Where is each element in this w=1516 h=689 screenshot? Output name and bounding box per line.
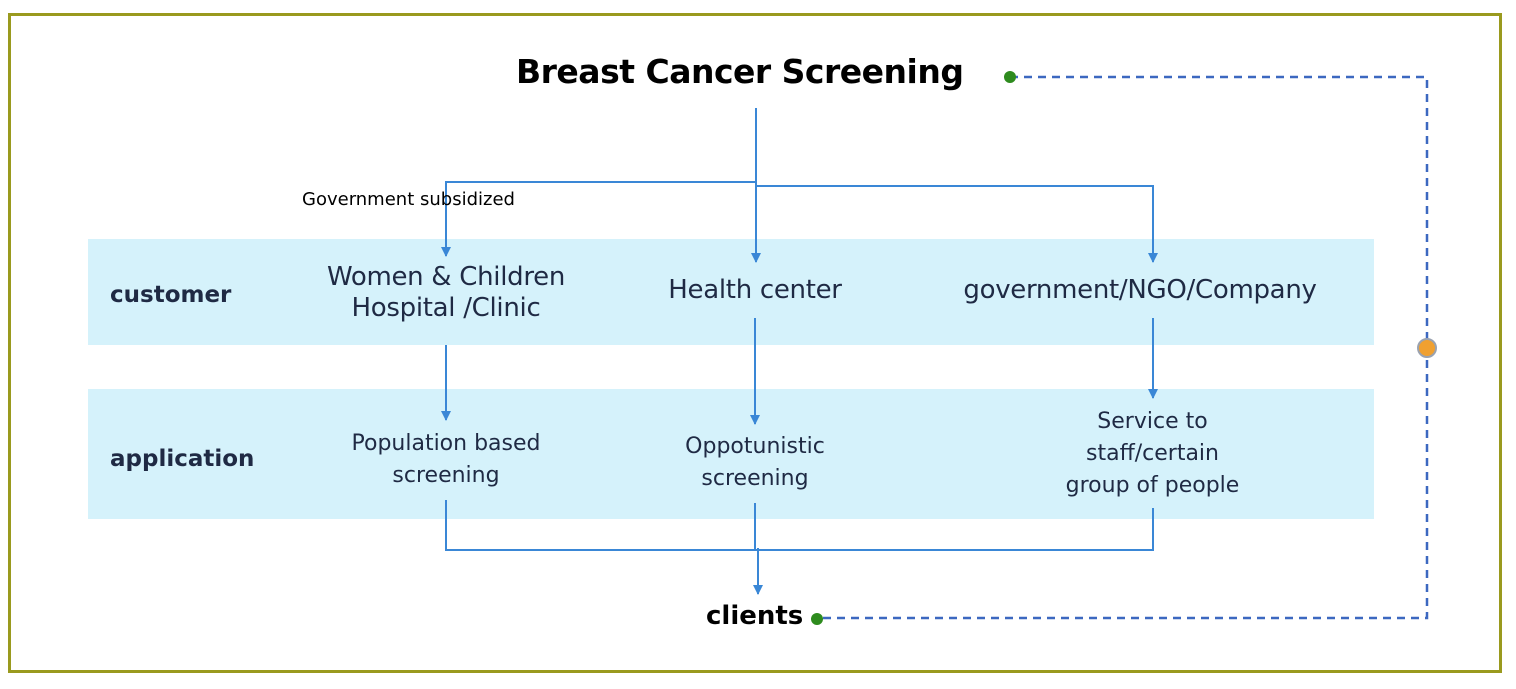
application-service-staff-text: Service to staff/certain group of people — [1065, 409, 1240, 498]
customer-hospital-clinic-text: Women & Children Hospital /Clinic — [326, 262, 566, 324]
branch-to-government — [756, 185, 1158, 263]
branch-to-hospital — [441, 181, 756, 257]
service-to-clients — [756, 508, 1154, 551]
title-node-dot — [1004, 71, 1016, 83]
customer-government-ngo-company: government/NGO/Company — [963, 275, 1317, 305]
population-to-clients — [445, 500, 756, 551]
feedback-loop-dashed — [817, 75, 1429, 620]
customer-hospital-clinic: Women & Children Hospital /Clinic — [296, 262, 596, 324]
application-oppotunistic-screening: Oppotunistic screening — [620, 431, 890, 495]
application-oppotunistic-screening-text: Oppotunistic screening — [685, 434, 825, 491]
customer-health-center: Health center — [668, 275, 842, 305]
clients-label: clients — [706, 601, 804, 631]
application-band — [88, 389, 1374, 519]
customer-row-label: customer — [110, 282, 232, 308]
application-row-label: application — [110, 446, 255, 472]
application-population-screening-text: Population based screening — [351, 431, 541, 488]
application-service-staff: Service to staff/certain group of people — [1010, 406, 1295, 502]
loop-midpoint-dot — [1417, 338, 1437, 358]
customer-band — [88, 239, 1374, 345]
clients-node-dot — [811, 613, 823, 625]
government-subsidized-label: Government subsidized — [302, 189, 515, 210]
application-population-screening: Population based screening — [296, 428, 596, 492]
diagram-title: Breast Cancer Screening — [516, 52, 964, 91]
diagram-frame — [8, 13, 1502, 673]
